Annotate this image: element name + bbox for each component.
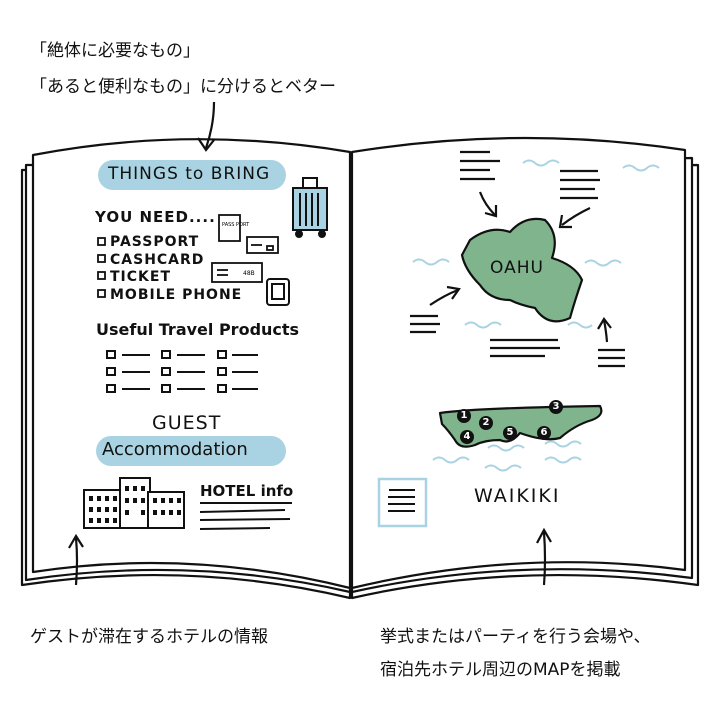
guest-heading: GUEST [152,412,222,434]
ticket-icon [211,262,263,283]
suitcase-icon [292,177,328,238]
things-to-bring-banner [98,160,286,190]
accommodation-heading: Accommodation [102,439,248,460]
caption-right-line2: 宿泊先ホテル周辺のMAPを掲載 [380,660,621,680]
caption-left: ゲストが滞在するホテルの情報 [30,627,268,647]
left-page [31,138,352,590]
ticket-icon-text: 48B [243,270,255,277]
cashcard-icon [246,236,279,254]
top-note-line2: 「あると便利なもの」に分けるとベター [30,77,336,97]
hotel-info-text-lines [199,502,292,530]
wave-lines [412,159,660,472]
checklist-item-ticket[interactable]: TICKET [110,269,171,285]
note-card-icon [377,477,428,528]
you-need-label: YOU NEED.... [95,208,216,226]
arrow-up-icon [536,527,552,586]
map-marker-3[interactable]: 3 [549,400,563,414]
hotel-buildings-icon [83,477,185,529]
checklist-item-passport[interactable]: PASSPORT [110,234,200,250]
oahu-island-shape [460,217,584,323]
checklist-item-cashcard[interactable]: CASHCARD [110,251,205,268]
arrow-down-icon [197,101,216,152]
passport-icon [218,214,241,242]
checklist-item-mobile-phone[interactable]: MOBILE PHONE [110,286,243,303]
map-marker-4[interactable]: 4 [460,430,474,444]
caption-right-line1: 挙式またはパーティを行う会場や、 [380,627,651,647]
map-marker-1[interactable]: 1 [457,409,471,423]
map-marker-5[interactable]: 5 [503,426,517,440]
useful-products-heading: Useful Travel Products [96,320,300,339]
waikiki-map-shape [438,404,603,448]
map-annotation-lines [410,150,625,368]
hotel-info-heading: HOTEL info [200,482,294,500]
checkbox-icons [97,237,106,298]
arrow-up-icon [68,533,84,586]
mobile-phone-icon [266,278,290,306]
need-checklist: PASSPORT CASHCARD TICKET MOBILE PHONE [110,234,242,304]
accommodation-banner [96,436,286,466]
passport-icon-text: PASS PORT [222,222,250,228]
top-note-line1: 「絶体に必要なもの」 [30,41,200,61]
right-page [350,136,687,590]
map-marker-6[interactable]: 6 [537,426,551,440]
map-marker-2[interactable]: 2 [479,416,493,430]
things-to-bring-heading: THINGS to BRING [108,164,271,184]
waikiki-label: WAIKIKI [474,485,561,507]
oahu-label: OAHU [490,258,544,278]
map-arrow-icons [429,191,612,343]
product-checklist-placeholder [106,350,258,393]
